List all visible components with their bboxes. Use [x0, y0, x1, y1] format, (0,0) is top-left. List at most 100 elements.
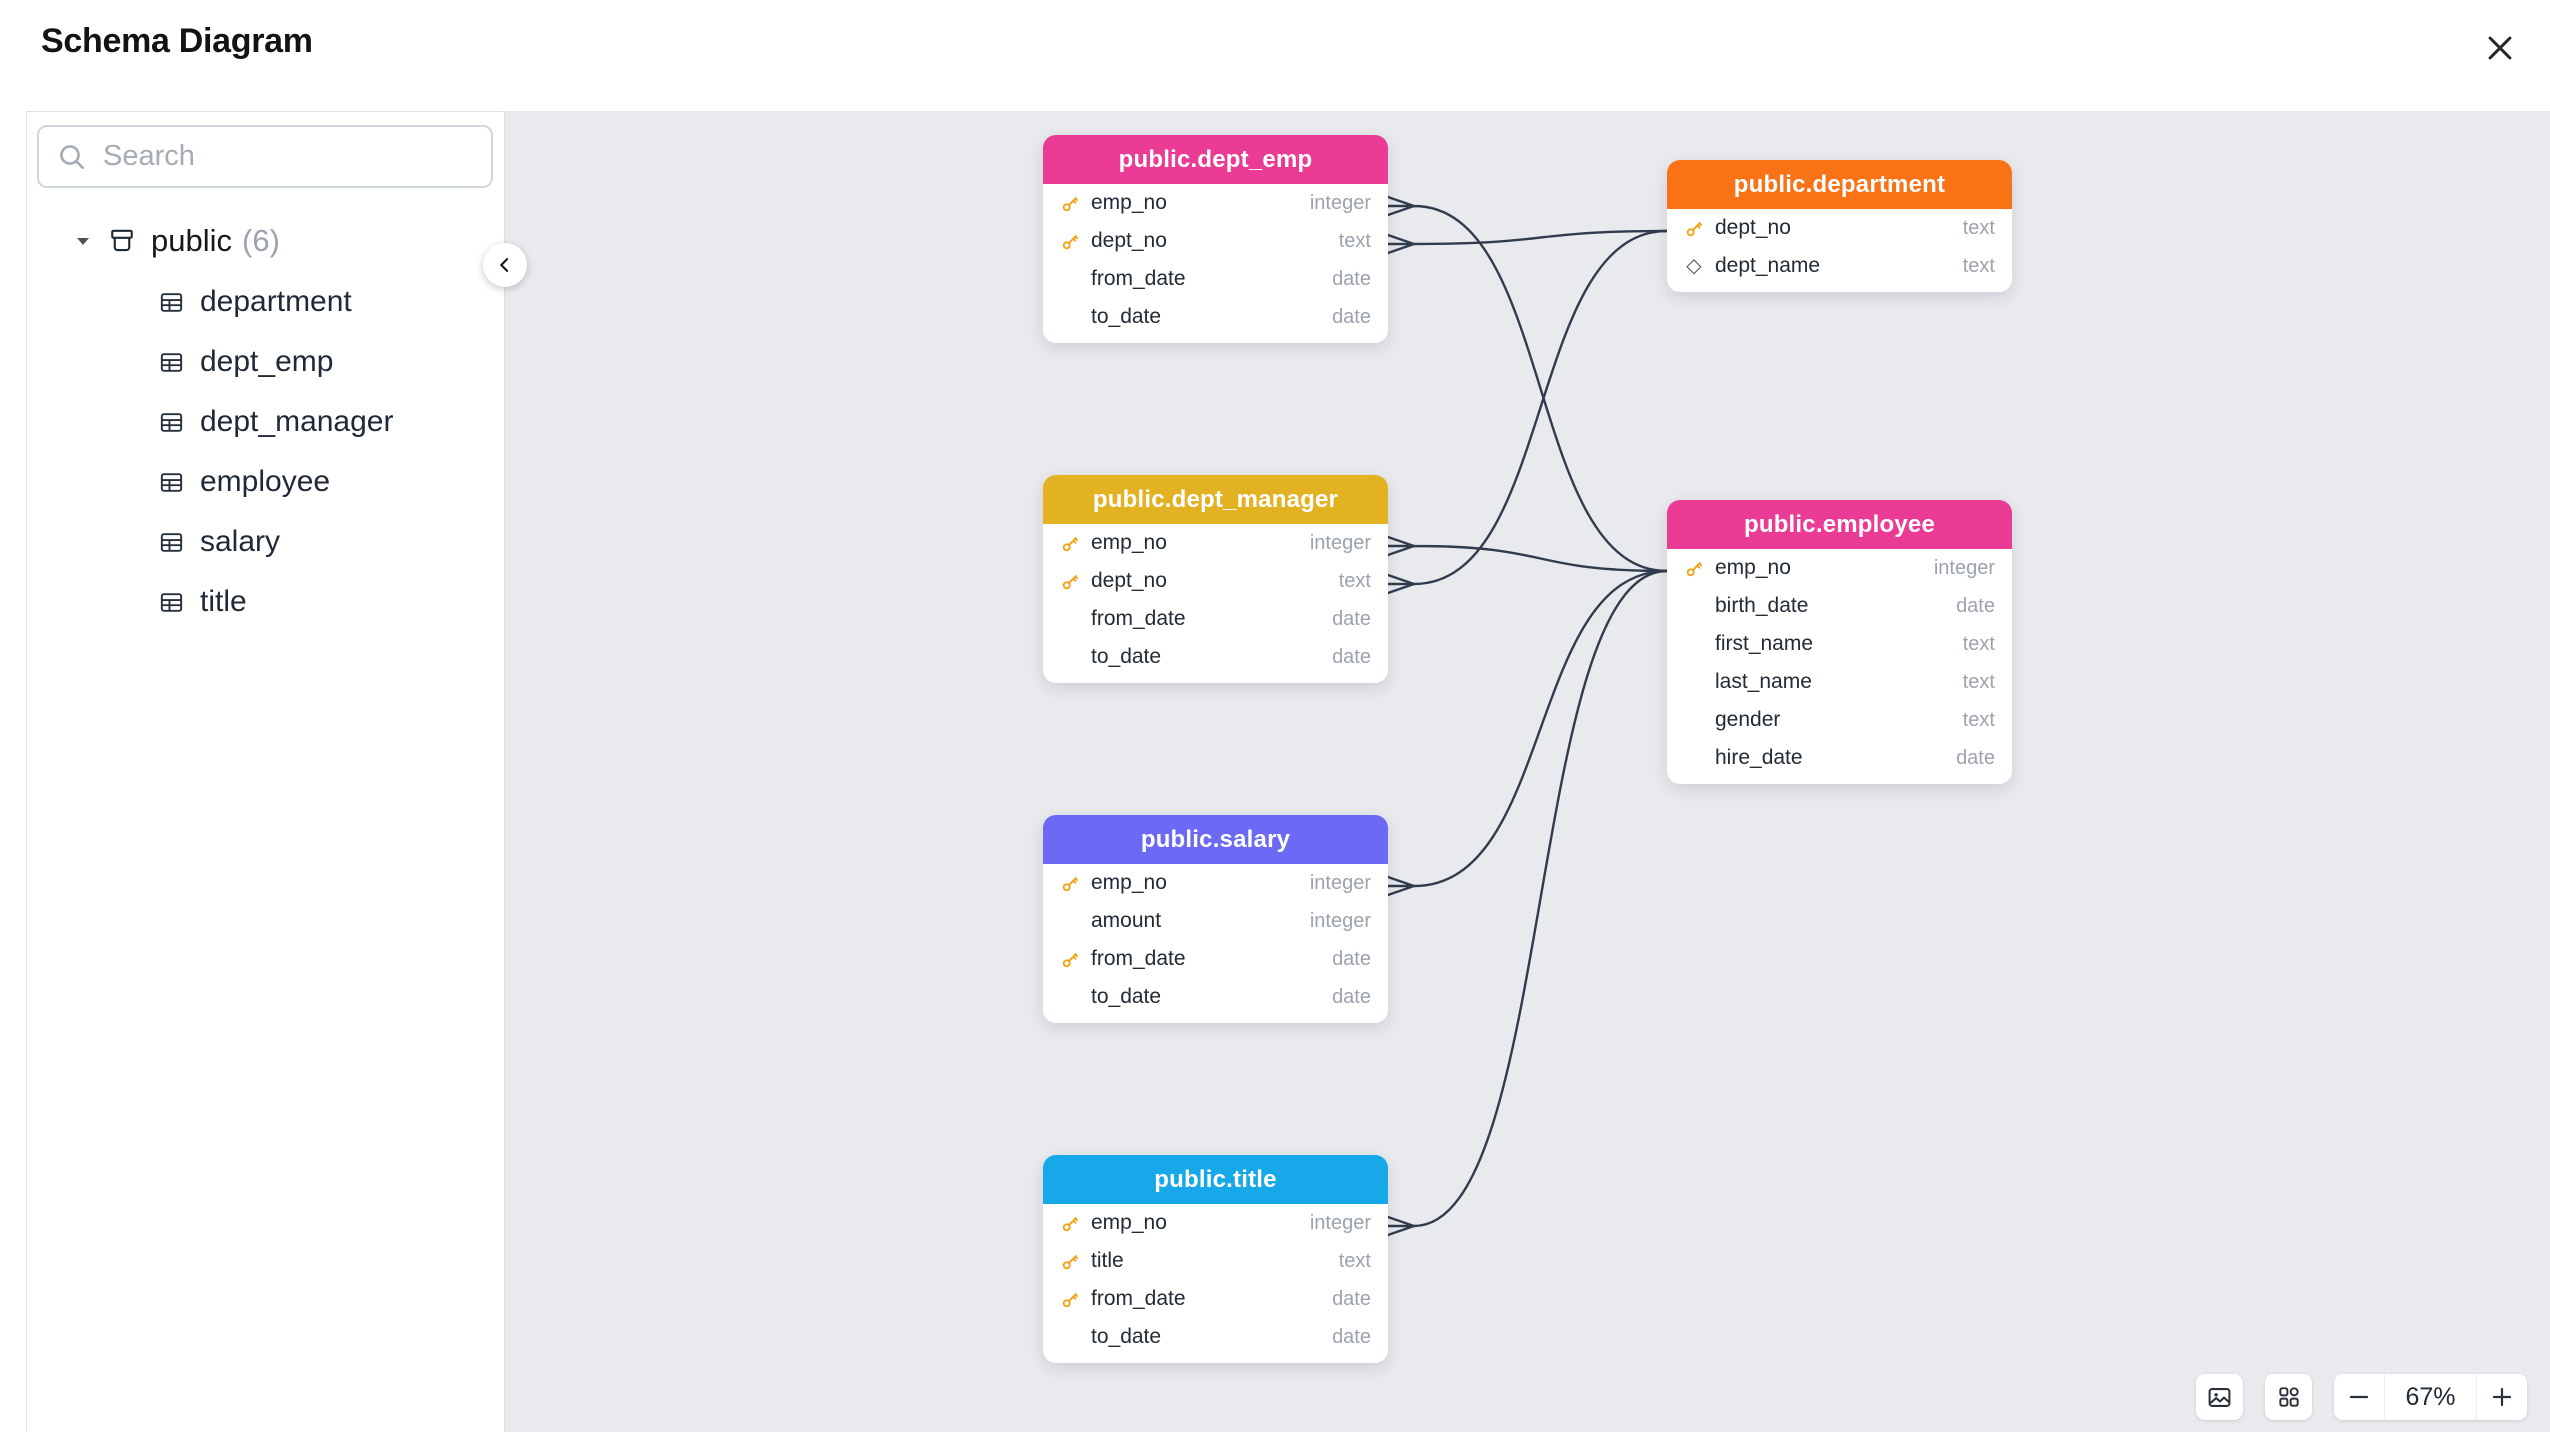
- page-title: Schema Diagram: [41, 22, 313, 60]
- no-icon: [1056, 984, 1084, 1010]
- column-type: text: [1962, 216, 1995, 239]
- sidebar-item-dept_manager[interactable]: dept_manager: [27, 392, 504, 452]
- close-button[interactable]: [2478, 26, 2522, 70]
- column-name: from_date: [1091, 607, 1186, 630]
- column-type: integer: [1933, 556, 1995, 579]
- auto-layout-button[interactable]: [2265, 1374, 2312, 1420]
- column-name: emp_no: [1091, 191, 1167, 214]
- column-row-hire_date: hire_date date: [1667, 739, 2012, 777]
- export-image-button[interactable]: [2196, 1374, 2243, 1420]
- image-icon: [2206, 1384, 2233, 1411]
- sidebar-item-dept_emp[interactable]: dept_emp: [27, 332, 504, 392]
- column-row-emp_no: emp_no integer: [1043, 1204, 1388, 1242]
- primary-key-icon: [1056, 1210, 1084, 1236]
- table-node-title[interactable]: public.dept_manager: [1043, 475, 1388, 524]
- zoom-in-button[interactable]: [2477, 1374, 2527, 1420]
- column-name: dept_name: [1715, 254, 1821, 277]
- column-row-to_date: to_date date: [1043, 638, 1388, 676]
- column-name: emp_no: [1091, 531, 1167, 554]
- column-type: date: [1332, 305, 1371, 328]
- no-icon: [1680, 669, 1708, 695]
- no-icon: [1680, 707, 1708, 733]
- search-input[interactable]: [37, 125, 493, 188]
- table-icon: [158, 469, 185, 496]
- column-type: text: [1962, 708, 1995, 731]
- column-type: date: [1332, 267, 1371, 290]
- diamond-icon: ◇: [1686, 255, 1702, 277]
- tree-node-count: (6): [242, 223, 280, 258]
- schema-tree: public (6) department dept_emp dept_manage…: [27, 210, 504, 632]
- column-row-from_date: from_date date: [1043, 600, 1388, 638]
- table-node-title[interactable]: public.title: [1043, 1155, 1388, 1204]
- sidebar-item-employee[interactable]: employee: [27, 452, 504, 512]
- column-name: title: [1091, 1249, 1124, 1272]
- column-name: from_date: [1091, 1287, 1186, 1310]
- column-type: date: [1332, 607, 1371, 630]
- tree-node-label: public: [151, 223, 232, 258]
- sidebar-item-salary[interactable]: salary: [27, 512, 504, 572]
- table-icon: [158, 529, 185, 556]
- chevron-left-icon: [495, 255, 515, 275]
- sidebar-item-label: department: [200, 285, 352, 318]
- column-type: date: [1332, 985, 1371, 1008]
- column-name: dept_no: [1091, 569, 1167, 592]
- table-node-title[interactable]: public.dept_emp: [1043, 135, 1388, 184]
- plus-icon: [2490, 1385, 2514, 1409]
- column-name: emp_no: [1091, 1211, 1167, 1234]
- sidebar-item-label: title: [200, 585, 247, 618]
- column-name: from_date: [1091, 947, 1186, 970]
- tree-node-public[interactable]: public (6): [27, 210, 504, 272]
- no-icon: [1680, 593, 1708, 619]
- diagram-canvas[interactable]: [505, 111, 2550, 1432]
- column-type: integer: [1309, 531, 1371, 554]
- primary-key-icon: [1680, 215, 1708, 241]
- primary-key-icon: [1056, 530, 1084, 556]
- column-name: hire_date: [1715, 746, 1803, 769]
- table-node-title[interactable]: public.department: [1667, 160, 2012, 209]
- sidebar-item-label: dept_emp: [200, 345, 334, 378]
- column-row-dept_name: ◇ dept_name text: [1667, 247, 2012, 285]
- sidebar-item-department[interactable]: department: [27, 272, 504, 332]
- table-icon: [158, 349, 185, 376]
- primary-key-icon: [1056, 946, 1084, 972]
- column-type: text: [1338, 229, 1371, 252]
- schema-box-icon: [107, 226, 137, 256]
- column-type: date: [1332, 645, 1371, 668]
- zoom-level: 67%: [2384, 1374, 2477, 1420]
- column-type: integer: [1309, 1211, 1371, 1234]
- search-box: [37, 125, 493, 188]
- table-node-title[interactable]: public.salary: [1043, 815, 1388, 864]
- column-type: text: [1962, 254, 1995, 277]
- sidebar-item-label: employee: [200, 465, 331, 498]
- column-name: amount: [1091, 909, 1162, 932]
- zoom-out-button[interactable]: [2334, 1374, 2384, 1420]
- table-icon: [158, 289, 185, 316]
- column-name: to_date: [1091, 645, 1162, 668]
- table-icon: [158, 409, 185, 436]
- primary-key-icon: [1056, 870, 1084, 896]
- sidebar-collapse-button[interactable]: [483, 243, 527, 287]
- sidebar-item-title[interactable]: title: [27, 572, 504, 632]
- caret-down-icon[interactable]: [71, 231, 95, 251]
- column-type: date: [1956, 746, 1995, 769]
- table-node-title[interactable]: public.employee: [1667, 500, 2012, 549]
- primary-key-icon: [1056, 568, 1084, 594]
- column-type: text: [1962, 632, 1995, 655]
